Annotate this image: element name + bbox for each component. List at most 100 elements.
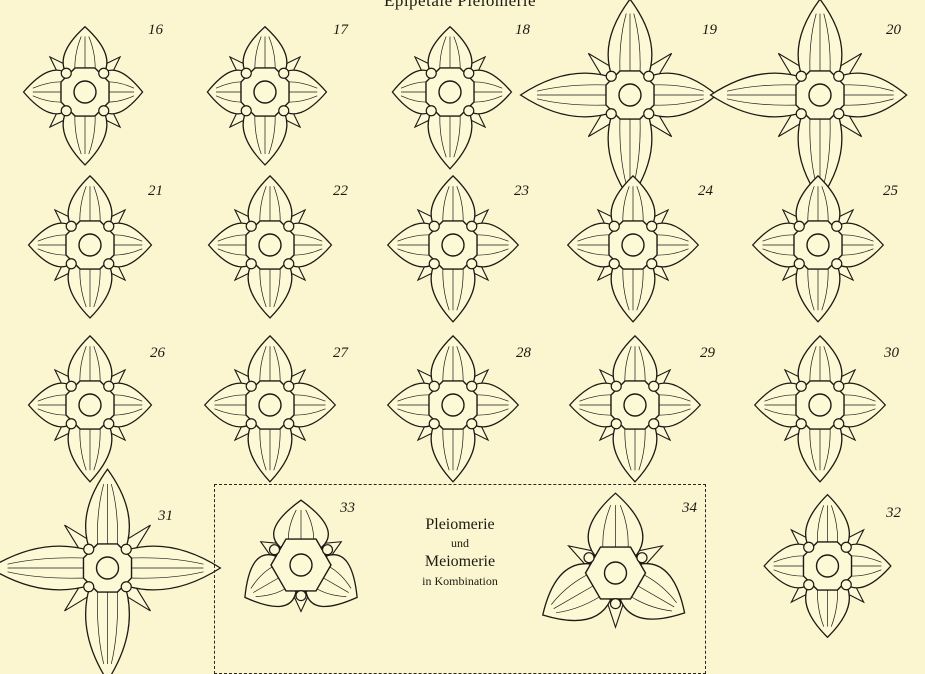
stamen-circle xyxy=(104,381,114,391)
stamen-circle xyxy=(584,553,594,563)
flower-figure-16 xyxy=(0,12,170,172)
stamen-circle xyxy=(104,419,114,429)
flower-figure-29 xyxy=(550,325,720,485)
stamen-circle xyxy=(284,419,294,429)
flower-drawing-24 xyxy=(548,165,718,325)
stamen-circle xyxy=(84,544,94,554)
stamen-circle xyxy=(467,221,477,231)
stamen-circle xyxy=(429,419,439,429)
stamen-circle xyxy=(832,221,842,231)
ovary-circle xyxy=(442,394,464,416)
figure-number-27: 27 xyxy=(333,345,348,362)
flower-figure-24 xyxy=(548,165,718,325)
stamen-circle xyxy=(104,221,114,231)
stamen-circle xyxy=(834,109,844,119)
stamen-circle xyxy=(284,259,294,269)
figure-number-30: 30 xyxy=(884,345,899,362)
figure-number-26: 26 xyxy=(150,345,165,362)
flower-figure-23 xyxy=(368,165,538,325)
figure-number-19: 19 xyxy=(702,22,717,39)
stamen-circle xyxy=(429,259,439,269)
flower-drawing-31 xyxy=(0,470,215,666)
stamen-circle xyxy=(649,419,659,429)
ovary-circle xyxy=(807,234,829,256)
stamen-circle xyxy=(649,381,659,391)
ovary-circle xyxy=(74,81,96,103)
stamen-circle xyxy=(464,68,474,78)
stamen-circle xyxy=(66,221,76,231)
ovary-circle xyxy=(605,562,627,584)
stamen-circle xyxy=(611,381,621,391)
stamen-circle xyxy=(832,259,842,269)
stamen-circle xyxy=(104,259,114,269)
stamen-circle xyxy=(467,419,477,429)
stamen-circle xyxy=(121,544,131,554)
flower-figure-17 xyxy=(180,12,350,172)
flower-figure-22 xyxy=(185,165,355,325)
flower-figure-28 xyxy=(368,325,538,485)
caption-in-kombination: in Kombination xyxy=(400,575,520,589)
flower-drawing-34 xyxy=(528,480,703,666)
stamen-circle xyxy=(284,221,294,231)
stamen-circle xyxy=(841,580,851,590)
stamen-circle xyxy=(606,71,616,81)
stamen-circle xyxy=(246,419,256,429)
flower-figure-31 xyxy=(0,470,215,666)
stamen-circle xyxy=(467,381,477,391)
ovary-circle xyxy=(259,234,281,256)
stamen-circle xyxy=(241,106,251,116)
figure-number-23: 23 xyxy=(514,183,529,200)
figure-number-25: 25 xyxy=(883,183,898,200)
ovary-circle xyxy=(254,81,276,103)
figure-number-33: 33 xyxy=(340,500,355,517)
figure-number-24: 24 xyxy=(698,183,713,200)
ovary-circle xyxy=(809,84,831,106)
ovary-circle xyxy=(290,554,312,576)
stamen-circle xyxy=(794,259,804,269)
stamen-circle xyxy=(834,71,844,81)
stamen-circle xyxy=(323,545,333,555)
ovary-circle xyxy=(622,234,644,256)
flower-drawing-25 xyxy=(733,165,903,325)
stamen-circle xyxy=(637,553,647,563)
stamen-circle xyxy=(429,381,439,391)
stamen-circle xyxy=(279,106,289,116)
flower-drawing-16 xyxy=(0,12,170,172)
ovary-circle xyxy=(97,557,119,579)
stamen-circle xyxy=(269,545,279,555)
stamen-circle xyxy=(796,419,806,429)
figure-number-32: 32 xyxy=(886,505,901,522)
flower-drawing-32 xyxy=(745,476,910,656)
ovary-circle xyxy=(817,555,839,577)
stamen-circle xyxy=(644,71,654,81)
flower-drawing-30 xyxy=(735,325,905,485)
figure-number-20: 20 xyxy=(886,22,901,39)
stamen-circle xyxy=(99,68,109,78)
ovary-circle xyxy=(79,394,101,416)
stamen-circle xyxy=(61,68,71,78)
stamen-circle xyxy=(99,106,109,116)
stamen-circle xyxy=(279,68,289,78)
flower-drawing-29 xyxy=(550,325,720,485)
flower-figure-34 xyxy=(528,480,703,666)
stamen-circle xyxy=(66,419,76,429)
flower-figure-18 xyxy=(365,12,535,172)
stamen-circle xyxy=(834,381,844,391)
ovary-circle xyxy=(624,394,646,416)
ovary-circle xyxy=(809,394,831,416)
ovary-circle xyxy=(259,394,281,416)
figure-number-17: 17 xyxy=(333,22,348,39)
stamen-circle xyxy=(647,221,657,231)
stamen-circle xyxy=(841,542,851,552)
stamen-circle xyxy=(804,542,814,552)
stamen-circle xyxy=(609,221,619,231)
flower-drawing-18 xyxy=(365,12,535,172)
stamen-circle xyxy=(84,582,94,592)
stamen-circle xyxy=(647,259,657,269)
stamen-circle xyxy=(66,259,76,269)
stamen-circle xyxy=(246,221,256,231)
stamen-circle xyxy=(296,591,306,601)
caption-und: und xyxy=(400,537,520,551)
flower-figure-30 xyxy=(735,325,905,485)
ovary-circle xyxy=(619,84,641,106)
